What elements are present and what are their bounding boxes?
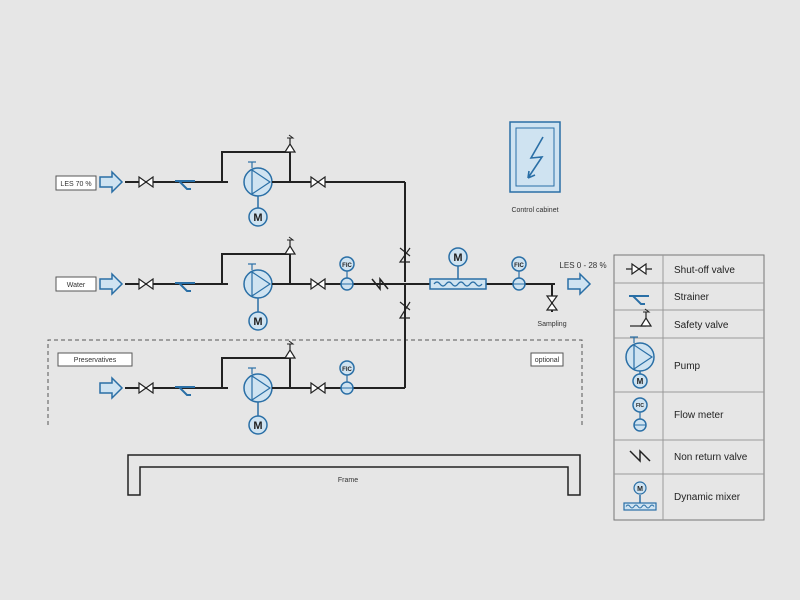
pump-icon xyxy=(243,161,273,197)
input-label-preservatives: Preservatives xyxy=(74,357,117,364)
flow-meter-icon xyxy=(339,360,355,395)
legend-strainer-label: Strainer xyxy=(674,292,710,303)
non-return-valve-icon xyxy=(371,276,389,292)
legend-non-return-valve-icon xyxy=(629,449,651,463)
output-label: LES 0 - 28 % xyxy=(559,261,606,270)
flow-meter-icon xyxy=(511,256,527,291)
legend-motor-tag: M xyxy=(637,377,644,386)
fic-tag: FIC xyxy=(342,263,352,269)
fic-tag: FIC xyxy=(514,263,524,269)
legend-safety-label: Safety valve xyxy=(674,320,729,331)
legend-flowmeter-label: Flow meter xyxy=(674,410,724,421)
shutoff-valve-icon xyxy=(310,278,326,290)
frame xyxy=(127,454,581,496)
control-cabinet-label: Control cabinet xyxy=(511,207,558,214)
motor-tag: M xyxy=(253,212,262,224)
optional-label: optional xyxy=(535,357,560,364)
legend-motor-icon xyxy=(632,373,648,389)
flow-meter-icon xyxy=(339,256,355,291)
shutoff-valve-icon xyxy=(138,382,154,394)
pump-icon xyxy=(243,263,273,299)
input-label-les70: LES 70 % xyxy=(60,181,91,188)
legend: Shut-off valve Strainer Safety valve M P… xyxy=(613,254,765,521)
lightning-icon xyxy=(527,136,544,179)
shutoff-valve-icon xyxy=(138,176,154,188)
input-box-water xyxy=(55,276,97,292)
legend-shutoff-label: Shut-off valve xyxy=(674,265,735,276)
frame-label: Frame xyxy=(338,477,358,484)
legend-nonreturn-label: Non return valve xyxy=(674,452,748,463)
motor-tag: M xyxy=(253,316,262,328)
legend-mixer-motor-icon xyxy=(633,481,647,495)
legend-pump-label: Pump xyxy=(674,361,701,372)
shutoff-valve-icon xyxy=(310,176,326,188)
optional-box xyxy=(530,352,564,367)
shutoff-valve-icon xyxy=(138,278,154,290)
shutoff-valve-icon xyxy=(310,382,326,394)
pump-icon xyxy=(243,367,273,403)
motor-icon xyxy=(448,247,468,267)
motor-tag: M xyxy=(453,252,462,264)
motor-icon xyxy=(248,415,268,435)
input-label-water: Water xyxy=(67,282,86,289)
motor-tag: M xyxy=(253,420,262,432)
legend-mixer-label: Dynamic mixer xyxy=(674,492,741,503)
input-box-preservatives xyxy=(57,352,133,367)
motor-icon xyxy=(248,311,268,331)
optional-region xyxy=(47,339,583,425)
sampling-label: Sampling xyxy=(537,321,566,328)
motor-icon xyxy=(248,207,268,227)
sampling-valve-icon xyxy=(546,295,558,311)
legend-fic-tag: FIC xyxy=(636,403,644,409)
input-box-les70 xyxy=(55,175,97,191)
fic-tag: FIC xyxy=(342,367,352,373)
output-arrow-icon xyxy=(567,273,591,295)
legend-mixer-motor-tag: M xyxy=(637,486,643,493)
legend-dynamic-mixer-icon xyxy=(623,502,657,511)
